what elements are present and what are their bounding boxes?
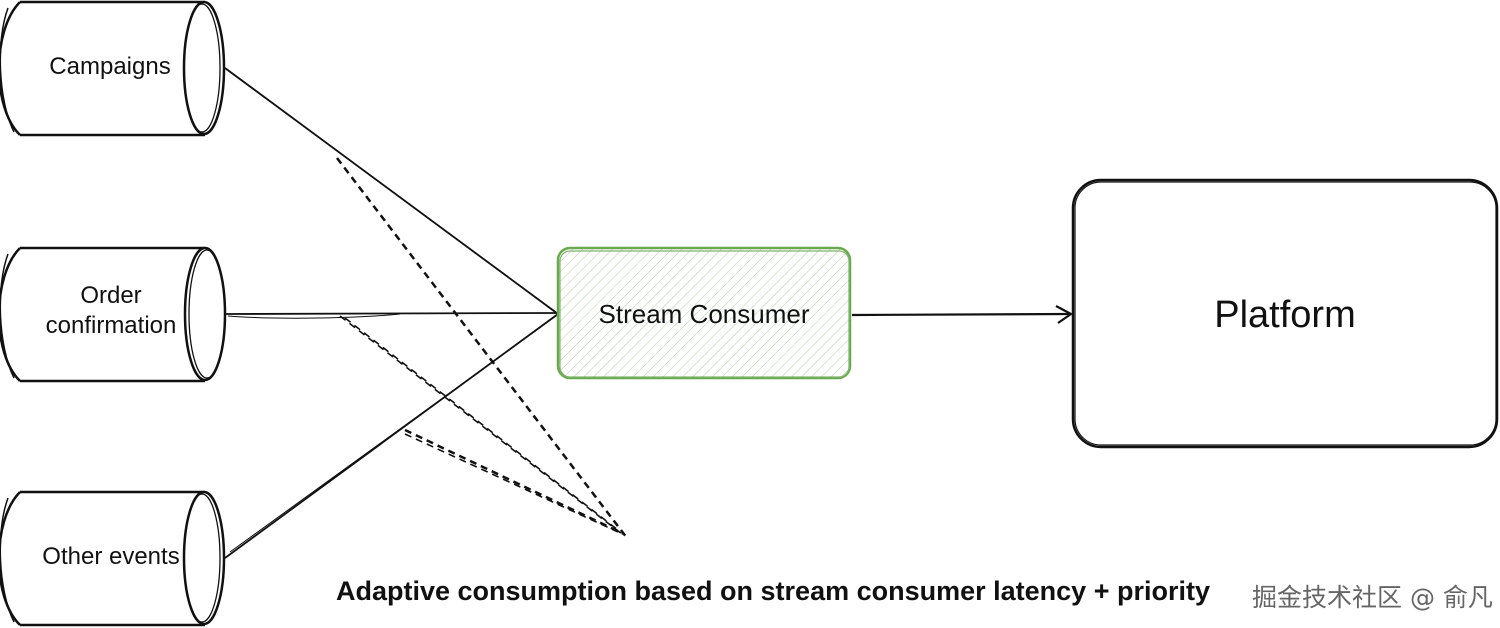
dashed-feedback-lines — [336, 157, 628, 539]
source-order-confirmation-label: Order confirmation — [20, 281, 202, 341]
diagram-caption: Adaptive consumption based on stream con… — [336, 576, 1210, 606]
platform-box[interactable] — [1071, 178, 1499, 449]
stream-consumer-label: Stream Consumer — [598, 299, 810, 329]
source-other-events-cylinder[interactable] — [0, 490, 226, 627]
source-campaigns-cylinder[interactable] — [0, 0, 226, 137]
arrow-to-platform — [851, 305, 1073, 324]
solid-connectors — [224, 67, 559, 559]
source-other-events-label: Other events — [42, 543, 180, 570]
source-order-confirmation-cylinder[interactable] — [0, 246, 227, 383]
source-campaigns-label: Campaigns — [49, 53, 171, 80]
watermark: 掘金技术社区 @ 俞凡 — [1252, 583, 1493, 612]
stream-consumer-box[interactable] — [556, 246, 852, 380]
source-order-confirmation-line-1: Order — [80, 282, 142, 309]
source-order-confirmation-line-2: confirmation — [45, 312, 177, 339]
platform-label: Platform — [1214, 294, 1356, 336]
